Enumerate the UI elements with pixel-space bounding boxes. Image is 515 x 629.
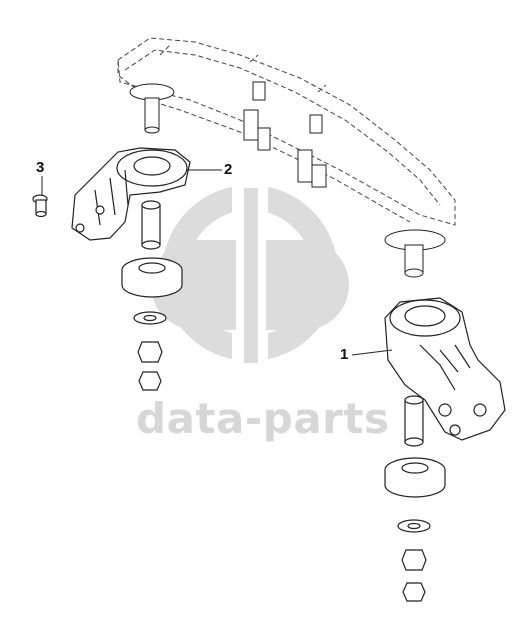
callout-part-1: 1 bbox=[340, 346, 349, 363]
left-stack bbox=[121, 200, 183, 391]
pin-part-3 bbox=[32, 194, 48, 218]
leader-lines bbox=[41, 169, 393, 356]
callout-part-3: 3 bbox=[36, 159, 45, 176]
callout-part-2: 2 bbox=[224, 161, 233, 178]
bracket-left bbox=[71, 147, 191, 241]
bracket-right bbox=[384, 297, 506, 441]
frame-solid-details bbox=[129, 81, 446, 278]
watermark-text: data-parts bbox=[136, 394, 390, 443]
watermark-logo bbox=[151, 185, 349, 363]
right-stack bbox=[384, 395, 446, 602]
